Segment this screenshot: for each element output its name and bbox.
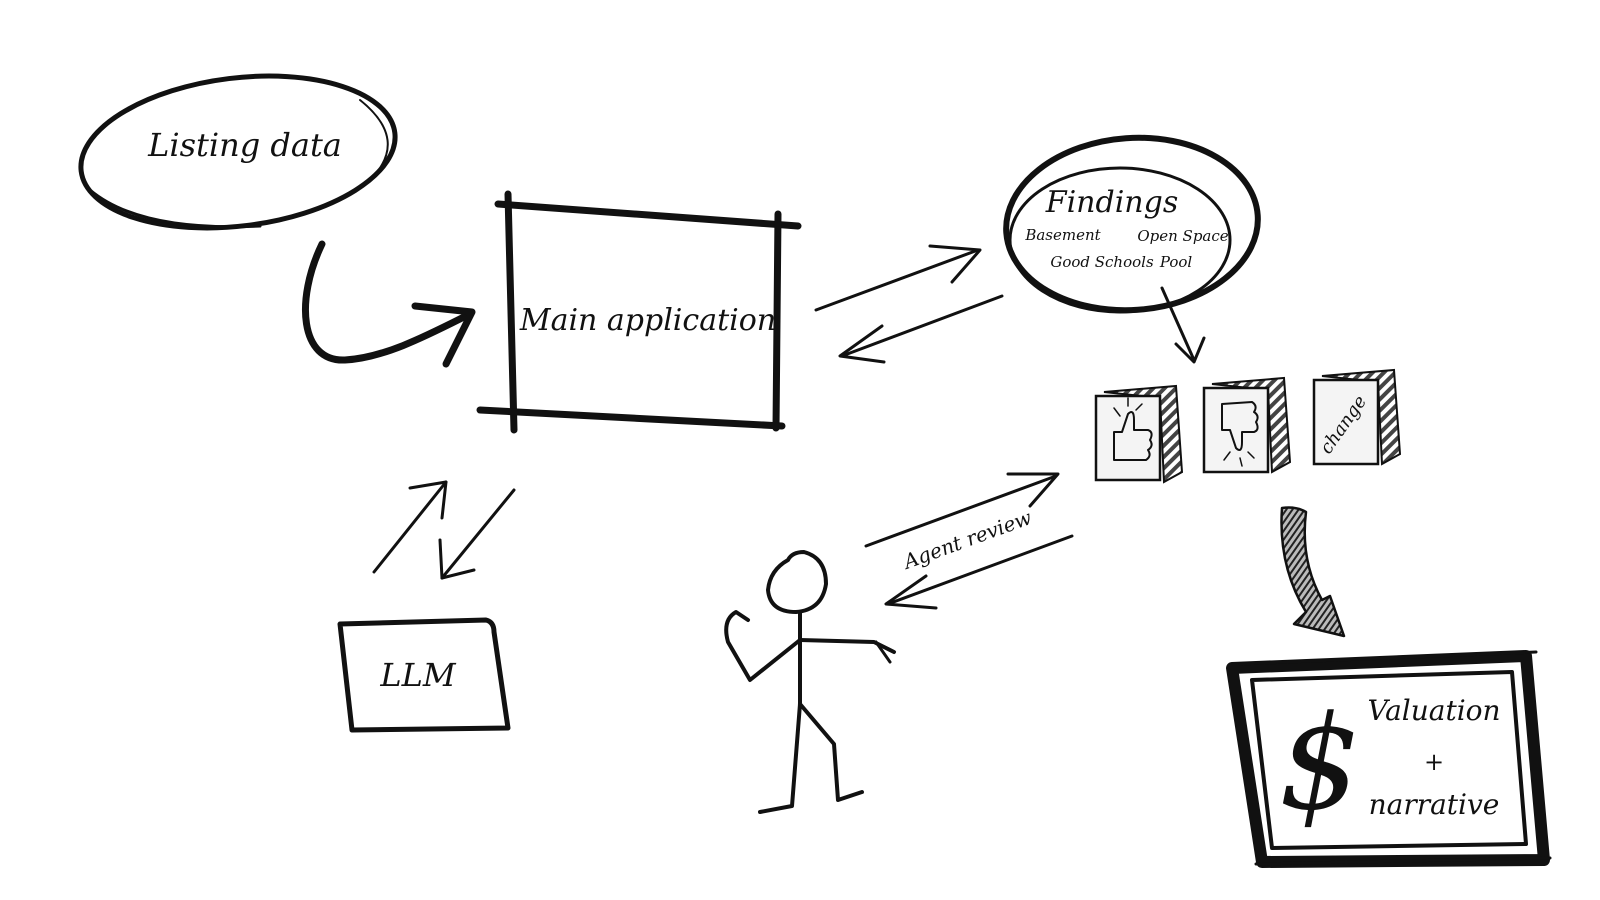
agent-figure (724, 550, 896, 814)
app-to-llm-arrow (438, 488, 516, 580)
listing-data-label: Listing data (147, 126, 342, 164)
listing-data-node: Listing data (78, 73, 398, 231)
main-application-label: Main application (519, 303, 776, 338)
llm-node: LLM (337, 617, 511, 733)
thumbs-down-icon (1221, 401, 1259, 467)
listing-to-app-arrow (302, 240, 476, 368)
finding-item: Basement (1024, 226, 1101, 244)
valuation-line-2: + (1424, 748, 1444, 776)
finding-item: Pool (1159, 253, 1193, 271)
llm-label: LLM (379, 656, 457, 694)
findings-to-cards-arrow (1160, 286, 1206, 364)
cards-to-agent-arrow (884, 534, 1074, 610)
person-icon (724, 550, 896, 814)
agent-to-cards-arrow (864, 472, 1060, 548)
findings-node: Findings Basement Open Space Good School… (1003, 134, 1261, 314)
main-application-node: Main application (476, 190, 802, 434)
thumbs-up-card (1094, 384, 1184, 484)
change-card: change (1312, 368, 1402, 466)
feedback-cards: change (1094, 368, 1402, 484)
app-to-findings-arrow (814, 244, 982, 312)
valuation-line-3: narrative (1369, 788, 1500, 821)
dollar-icon: $ (1279, 687, 1362, 839)
thumbs-up-icon (1113, 397, 1153, 461)
valuation-node: $ Valuation + narrative (1226, 650, 1552, 868)
valuation-line-1: Valuation (1367, 694, 1500, 727)
findings-to-app-arrow (838, 294, 1004, 364)
agent-review-label: Agent review (898, 505, 1034, 574)
thumbs-down-card (1202, 376, 1292, 474)
llm-to-app-arrow (372, 480, 448, 574)
finding-item: Open Space (1137, 227, 1228, 245)
cards-to-valuation-arrow (1280, 506, 1346, 638)
findings-title: Findings (1045, 185, 1178, 220)
finding-item: Good Schools (1050, 253, 1154, 271)
